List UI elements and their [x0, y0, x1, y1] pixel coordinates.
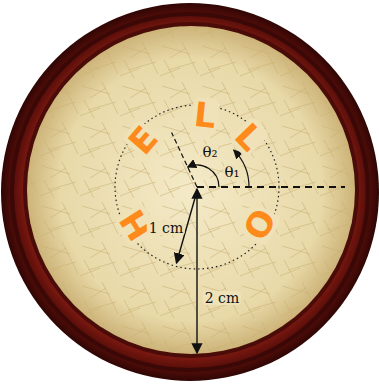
noodles: [27, 26, 355, 354]
dimension-label: 2 cm: [203, 291, 241, 305]
dimension-label: 1 cm: [147, 221, 185, 235]
soup: [27, 26, 355, 354]
angle-arc: [188, 165, 219, 187]
angle-label: θ₁: [223, 165, 240, 180]
letter-label: L: [190, 97, 219, 133]
radius-arrow: [196, 189, 197, 353]
bowl-outer: [1, 3, 379, 381]
radial-line: [172, 133, 197, 187]
bowl-rim: [12, 14, 368, 370]
angle-label: θ₂: [201, 145, 218, 160]
bowl-inner-rim: [23, 22, 359, 358]
